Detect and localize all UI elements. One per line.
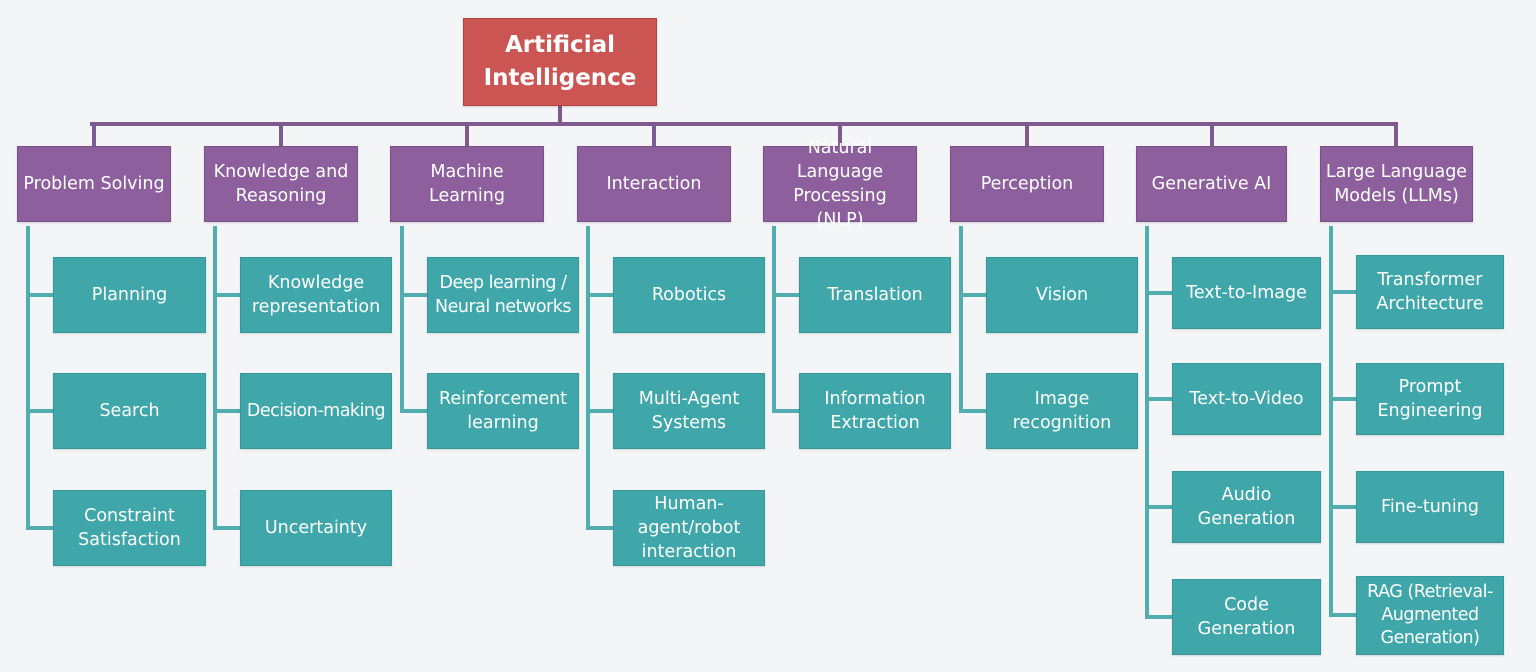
category-label: Generative AI: [1151, 174, 1272, 194]
leaf-label: Multi-Agent Systems: [638, 389, 740, 433]
leaf-label: Translation: [827, 285, 923, 305]
leaf-translation: Translation: [799, 257, 951, 333]
leaf-label: Transformer Architecture: [1376, 270, 1484, 314]
leaf-label: Information Extraction: [824, 389, 926, 433]
leaf-constraint-satisfaction: Constraint Satisfaction: [53, 490, 206, 566]
category-label: Problem Solving: [23, 174, 165, 194]
category-interaction: Interaction: [577, 146, 731, 222]
leaf-robotics: Robotics: [613, 257, 765, 333]
leaf-multi-agent-systems: Multi-Agent Systems: [613, 373, 765, 449]
leaf-label: Text-to-Video: [1189, 389, 1304, 409]
category-label: Large Language Models (LLMs): [1325, 162, 1468, 206]
leaf-text-to-image: Text-to-Image: [1172, 257, 1321, 329]
leaf-planning: Planning: [53, 257, 206, 333]
leaf-label: Robotics: [651, 285, 727, 305]
leaf-transformer-architecture: Transformer Architecture: [1356, 255, 1504, 329]
leaf-decision-making: Decision-making: [240, 373, 392, 449]
category-generative-ai: Generative AI: [1136, 146, 1287, 222]
category-llms: Large Language Models (LLMs): [1320, 146, 1473, 222]
leaf-rag: RAG (Retrieval- Augmented Generation): [1356, 576, 1504, 655]
leaf-label: Image recognition: [1012, 389, 1112, 433]
leaf-label: Reinforcement learning: [439, 389, 567, 433]
leaf-code-generation: Code Generation: [1172, 579, 1321, 655]
leaf-search: Search: [53, 373, 206, 449]
category-label: Interaction: [606, 174, 702, 194]
leaf-prompt-engineering: Prompt Engineering: [1356, 363, 1504, 435]
leaf-label: Knowledge representation: [251, 273, 381, 317]
leaf-label: Search: [99, 401, 160, 421]
root-node-artificial-intelligence: Artificial Intelligence: [463, 18, 657, 106]
leaf-reinforcement-learning: Reinforcement learning: [427, 373, 579, 449]
category-nlp: Natural Language Processing (NLP): [763, 138, 917, 230]
leaf-label: Decision-making: [246, 401, 386, 421]
leaf-label: Audio Generation: [1197, 485, 1296, 529]
category-machine-learning: Machine Learning: [390, 146, 544, 222]
leaf-vision: Vision: [986, 257, 1138, 333]
leaf-label: Code Generation: [1197, 595, 1296, 639]
leaf-label: Human- agent/robot interaction: [637, 494, 741, 562]
leaf-text-to-video: Text-to-Video: [1172, 363, 1321, 435]
leaf-knowledge-representation: Knowledge representation: [240, 257, 392, 333]
leaf-uncertainty: Uncertainty: [240, 490, 392, 566]
category-label: Machine Learning: [429, 162, 505, 206]
category-label: Knowledge and Reasoning: [213, 162, 349, 206]
leaf-label: Planning: [91, 285, 168, 305]
leaf-label: Vision: [1035, 285, 1089, 305]
leaf-label: Constraint Satisfaction: [78, 506, 181, 550]
leaf-fine-tuning: Fine-tuning: [1356, 471, 1504, 543]
leaf-image-recognition: Image recognition: [986, 373, 1138, 449]
leaf-deep-learning-neural-networks: Deep learning / Neural networks: [427, 257, 579, 333]
category-problem-solving: Problem Solving: [17, 146, 171, 222]
leaf-label: Uncertainty: [264, 518, 368, 538]
leaf-label: Text-to-Image: [1186, 283, 1307, 303]
leaf-information-extraction: Information Extraction: [799, 373, 951, 449]
leaf-audio-generation: Audio Generation: [1172, 471, 1321, 543]
category-label: Perception: [980, 174, 1074, 194]
root-label: Artificial Intelligence: [483, 32, 637, 91]
leaf-label: Prompt Engineering: [1377, 377, 1483, 421]
category-knowledge-and-reasoning: Knowledge and Reasoning: [204, 146, 358, 222]
category-perception: Perception: [950, 146, 1104, 222]
category-label: Natural Language Processing (NLP): [793, 138, 887, 230]
leaf-human-agent-robot-interaction: Human- agent/robot interaction: [613, 490, 765, 566]
leaf-label: RAG (Retrieval- Augmented Generation): [1367, 582, 1493, 648]
leaf-label: Fine-tuning: [1381, 497, 1479, 517]
leaf-label: Deep learning / Neural networks: [435, 273, 571, 317]
